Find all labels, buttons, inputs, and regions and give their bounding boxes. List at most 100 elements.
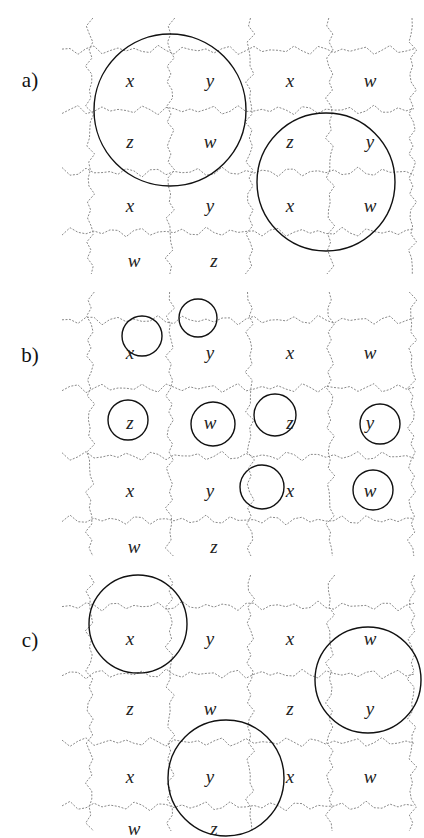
cell: x: [122, 479, 138, 502]
cell-wall: [409, 18, 417, 274]
cell-letter: z: [286, 699, 293, 718]
sample-circle: [353, 470, 393, 510]
cell: x: [282, 194, 298, 217]
cell: y: [202, 341, 218, 364]
cell-wall: [62, 669, 414, 679]
cell-letter: x: [126, 767, 134, 786]
sample-circle: [240, 465, 284, 509]
sample-circle: [94, 34, 246, 186]
cell-letter: x: [126, 71, 134, 90]
cell: z: [206, 535, 221, 558]
cell-wall: [62, 515, 414, 525]
cell-letter: z: [210, 251, 217, 270]
cell: y: [202, 627, 218, 650]
panel-label: a): [22, 70, 38, 91]
sample-circle: [360, 404, 400, 444]
cell: w: [200, 697, 221, 720]
cell: w: [124, 249, 145, 272]
cell: x: [282, 341, 298, 364]
cell-wall: [245, 292, 254, 556]
cell: x: [282, 765, 298, 788]
cell-wall: [62, 601, 414, 611]
cell: w: [124, 535, 145, 558]
cell-letter: z: [126, 132, 133, 151]
cell-wall: [325, 18, 335, 274]
cell: w: [360, 341, 381, 364]
cell: x: [122, 341, 138, 364]
cell: z: [282, 130, 297, 153]
cell: w: [360, 69, 381, 92]
cell-wall: [62, 45, 414, 54]
cell-letter: x: [126, 196, 134, 215]
cell: x: [282, 479, 298, 502]
cell-letter: w: [128, 251, 141, 270]
cell: w: [200, 411, 221, 434]
cell-wall: [62, 227, 414, 237]
cell-letter: y: [206, 767, 214, 786]
cell-letter: w: [364, 196, 377, 215]
cell-letter: w: [204, 413, 217, 432]
cell-wall: [325, 575, 335, 831]
sample-circle: [257, 113, 395, 251]
cell: y: [362, 697, 378, 720]
cell-letter: y: [366, 699, 374, 718]
cell-wall: [62, 451, 414, 461]
cell: x: [282, 627, 298, 650]
cell-letter: w: [364, 71, 377, 90]
cell: z: [282, 411, 297, 434]
cell-letter: w: [364, 481, 377, 500]
cell-wall: [62, 167, 414, 177]
cell-letter: y: [366, 132, 374, 151]
cell: z: [122, 697, 137, 720]
cell-letter: w: [364, 629, 377, 648]
cell: w: [360, 765, 381, 788]
panel-label: c): [22, 630, 38, 651]
cell: w: [360, 194, 381, 217]
cell-letter: z: [210, 819, 217, 838]
cell: x: [122, 194, 138, 217]
cell: x: [122, 765, 138, 788]
cell: z: [282, 697, 297, 720]
cell: y: [362, 411, 378, 434]
cell-letter: y: [206, 343, 214, 362]
cell-letter: x: [126, 629, 134, 648]
cell-wall: [85, 18, 94, 274]
sample-circle: [179, 299, 217, 337]
cell-letter: x: [126, 481, 134, 500]
cell-wall: [62, 737, 414, 746]
cell-letter: z: [210, 537, 217, 556]
cell-letter: y: [366, 413, 374, 432]
cell-wall: [407, 292, 416, 556]
cell-letter: w: [128, 537, 141, 556]
cell-letter: x: [286, 481, 294, 500]
cell: y: [202, 479, 218, 502]
sample-circle: [108, 400, 148, 440]
sample-circle: [254, 394, 296, 436]
cell: y: [202, 69, 218, 92]
cell-letter: x: [286, 343, 294, 362]
cell-letter: z: [126, 413, 133, 432]
cell-letter: w: [364, 343, 377, 362]
sample-circle: [315, 627, 421, 733]
cell-wall: [165, 18, 175, 274]
cell-letter: x: [286, 196, 294, 215]
sample-circle: [89, 575, 187, 673]
cell: y: [362, 130, 378, 153]
cell: z: [206, 817, 221, 838]
cell: w: [200, 130, 221, 153]
cell: x: [282, 69, 298, 92]
cell-letter: y: [206, 629, 214, 648]
cell-letter: x: [126, 343, 134, 362]
cell-letter: x: [286, 71, 294, 90]
cell-wall: [85, 292, 94, 556]
cell-wall: [62, 105, 414, 115]
cell: z: [122, 411, 137, 434]
sample-circle: [168, 720, 284, 836]
cell-letter: x: [286, 767, 294, 786]
cell: x: [122, 69, 138, 92]
cell-letter: w: [204, 699, 217, 718]
cell: z: [122, 130, 137, 153]
cell-letter: z: [286, 413, 293, 432]
cell-wall: [246, 575, 255, 831]
panel-label: b): [21, 345, 39, 366]
